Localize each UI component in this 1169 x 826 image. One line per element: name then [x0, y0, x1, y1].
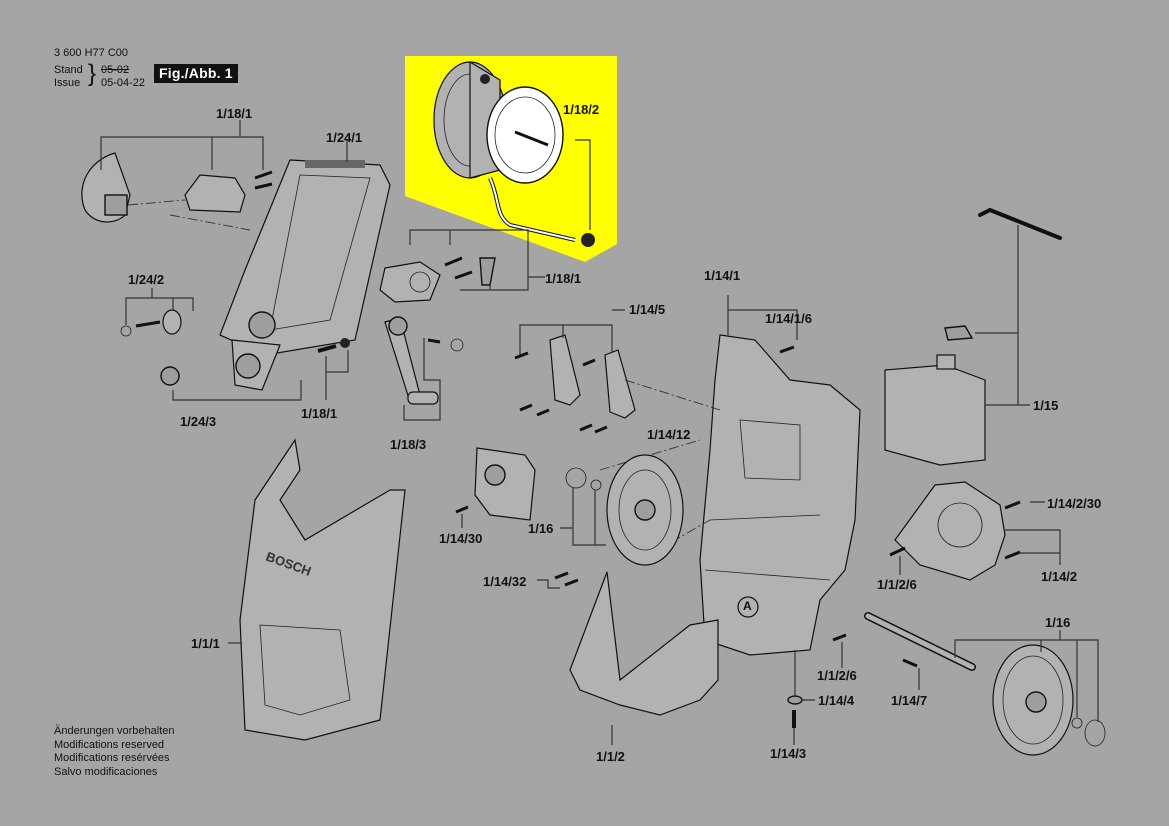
- label-1-14-30[interactable]: 1/14/30: [439, 531, 483, 546]
- label-1-1-2-6-upper[interactable]: 1/1/2/6: [877, 577, 917, 592]
- label-1-14-4[interactable]: 1/14/4: [818, 693, 855, 708]
- base-part[interactable]: [569, 571, 719, 716]
- issue-label: Issue: [54, 77, 81, 89]
- label-1-24-1[interactable]: 1/24/1: [326, 130, 363, 145]
- wheel-left-part[interactable]: [565, 454, 684, 566]
- handle-housing-part[interactable]: [219, 159, 391, 356]
- label-1-24-3[interactable]: 1/24/3: [180, 414, 217, 429]
- label-1-16-left[interactable]: 1/16: [528, 521, 554, 536]
- stand-label: Stand: [54, 64, 83, 76]
- knob-cap-part[interactable]: [120, 309, 182, 337]
- brace-icon: }: [88, 60, 97, 87]
- label-1-15[interactable]: 1/15: [1033, 398, 1059, 413]
- main-frame-part[interactable]: [699, 334, 861, 656]
- part-number: 3 600 H77 C00: [54, 47, 128, 59]
- front-cover-part[interactable]: BOSCH: [239, 438, 406, 741]
- wheel-right-part[interactable]: [992, 644, 1106, 756]
- label-1-18-1-low[interactable]: 1/18/1: [301, 406, 338, 421]
- label-1-18-2[interactable]: 1/18/2: [563, 102, 600, 117]
- crank-handle-part[interactable]: [384, 316, 439, 405]
- label-1-14-12[interactable]: 1/14/12: [647, 427, 691, 442]
- label-1-14-2[interactable]: 1/14/2: [1041, 569, 1078, 584]
- label-1-14-1-6[interactable]: 1/14/1/6: [765, 311, 812, 326]
- figure-badge: Fig./Abb. 1: [154, 64, 238, 83]
- water-tank-part[interactable]: [884, 207, 1062, 466]
- label-1-14-32[interactable]: 1/14/32: [483, 574, 527, 589]
- hose-clip-part[interactable]: [479, 257, 496, 286]
- note-fr: Modifications resérvées: [54, 752, 170, 764]
- pin-part[interactable]: [317, 338, 350, 353]
- bracket-left-part[interactable]: [549, 334, 581, 406]
- handle-bracket-part[interactable]: [184, 174, 246, 213]
- reel-mount-part[interactable]: [379, 261, 441, 303]
- callout-a: A: [743, 599, 752, 613]
- label-1-14-5[interactable]: 1/14/5: [629, 302, 666, 317]
- label-1-1-2-6-lower[interactable]: 1/1/2/6: [817, 668, 857, 683]
- issue-date: 05-04-22: [101, 77, 146, 89]
- axle-part[interactable]: [864, 612, 976, 671]
- label-1-18-3[interactable]: 1/18/3: [390, 437, 427, 452]
- note-es: Salvo modificaciones: [54, 765, 158, 778]
- front-plate-part[interactable]: [160, 339, 281, 391]
- hose-reel-part[interactable]: [433, 60, 595, 247]
- old-date: 05-02: [101, 64, 130, 76]
- label-1-1-2[interactable]: 1/1/2: [596, 749, 625, 764]
- label-1-14-2-30[interactable]: 1/14/2/30: [1047, 496, 1102, 511]
- label-1-18-1-mid[interactable]: 1/18/1: [545, 271, 582, 286]
- label-1-18-1-top[interactable]: 1/18/1: [216, 106, 253, 121]
- label-1-24-2[interactable]: 1/24/2: [128, 272, 165, 287]
- screws-top-left[interactable]: [254, 170, 273, 190]
- bracket-right-part[interactable]: [604, 349, 636, 419]
- label-1-14-3[interactable]: 1/14/3: [770, 746, 807, 761]
- fan-cover-part[interactable]: [894, 481, 1006, 581]
- note-de: Änderungen vorbehalten: [54, 725, 175, 737]
- modification-notes: Änderungen vorbehalten Modifications res…: [54, 725, 174, 779]
- label-1-14-1[interactable]: 1/14/1: [704, 268, 741, 283]
- note-en: Modifications reserved: [54, 738, 165, 751]
- screws-bracket[interactable]: [514, 351, 608, 434]
- label-1-1-1[interactable]: 1/1/1: [191, 636, 220, 651]
- switch-box-part[interactable]: [474, 447, 536, 521]
- label-1-14-7[interactable]: 1/14/7: [891, 693, 928, 708]
- label-1-16-right[interactable]: 1/16: [1045, 615, 1071, 630]
- handle-end-cap-part[interactable]: [81, 152, 131, 223]
